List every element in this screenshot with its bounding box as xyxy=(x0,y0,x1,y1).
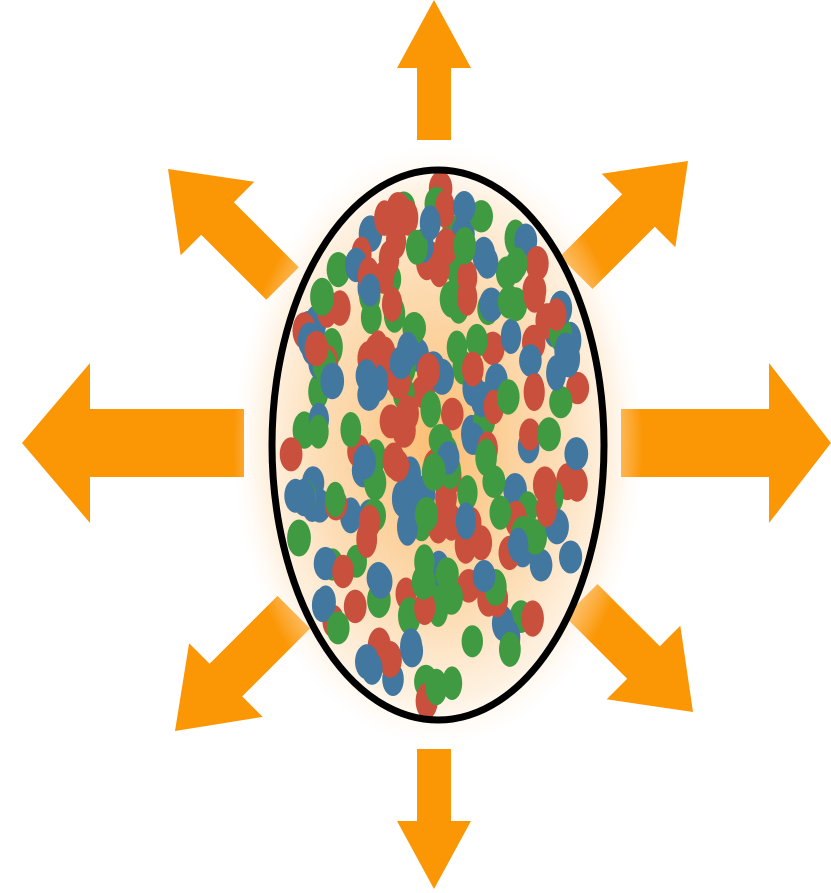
particle xyxy=(508,528,528,563)
particle xyxy=(453,191,475,223)
particle xyxy=(526,246,549,281)
particle xyxy=(357,379,380,411)
particle xyxy=(466,324,488,357)
particle xyxy=(497,379,520,414)
particle xyxy=(356,521,377,558)
particle xyxy=(462,352,484,387)
particle xyxy=(442,666,462,700)
particle xyxy=(280,437,303,471)
particle xyxy=(490,495,512,529)
particle xyxy=(386,192,410,226)
arrow-up xyxy=(397,0,471,140)
particle xyxy=(453,227,476,264)
particle xyxy=(507,247,528,279)
particle xyxy=(498,285,521,319)
particle xyxy=(332,555,354,588)
particle xyxy=(476,246,498,278)
particle xyxy=(559,541,582,574)
arrow-down xyxy=(397,749,471,889)
particle xyxy=(549,386,572,418)
particle xyxy=(396,395,419,431)
particle xyxy=(420,205,441,240)
particle xyxy=(519,344,542,376)
particle xyxy=(369,564,393,598)
particle xyxy=(524,277,546,313)
particle xyxy=(415,497,438,532)
particle xyxy=(422,454,446,492)
particle xyxy=(308,415,328,449)
particle xyxy=(564,437,588,470)
particle xyxy=(456,502,476,539)
particle xyxy=(417,353,440,389)
particle xyxy=(412,564,436,599)
particle xyxy=(499,632,521,667)
particle xyxy=(360,274,381,307)
particle xyxy=(305,331,329,366)
particle xyxy=(533,466,557,503)
particle xyxy=(473,560,496,592)
arrow-left xyxy=(22,363,244,523)
particle xyxy=(524,373,545,411)
particle xyxy=(521,600,544,636)
particle xyxy=(325,482,345,518)
particle xyxy=(482,465,505,498)
particle xyxy=(287,520,311,557)
particle xyxy=(546,298,566,331)
arrow-right xyxy=(621,363,831,523)
particle xyxy=(327,611,350,644)
particle xyxy=(353,445,376,480)
particle xyxy=(292,479,315,516)
particle xyxy=(537,417,561,451)
particle xyxy=(400,628,422,665)
particle xyxy=(355,644,379,679)
particle xyxy=(320,363,344,400)
particle xyxy=(340,412,361,447)
particle xyxy=(386,223,406,259)
particle xyxy=(501,319,521,354)
particle xyxy=(397,332,419,369)
particle xyxy=(383,443,405,479)
particle xyxy=(310,278,334,316)
particle xyxy=(557,340,580,378)
particle xyxy=(462,625,483,657)
particle xyxy=(397,508,418,546)
particle xyxy=(436,557,459,590)
particle xyxy=(420,391,441,428)
particle xyxy=(457,260,477,295)
